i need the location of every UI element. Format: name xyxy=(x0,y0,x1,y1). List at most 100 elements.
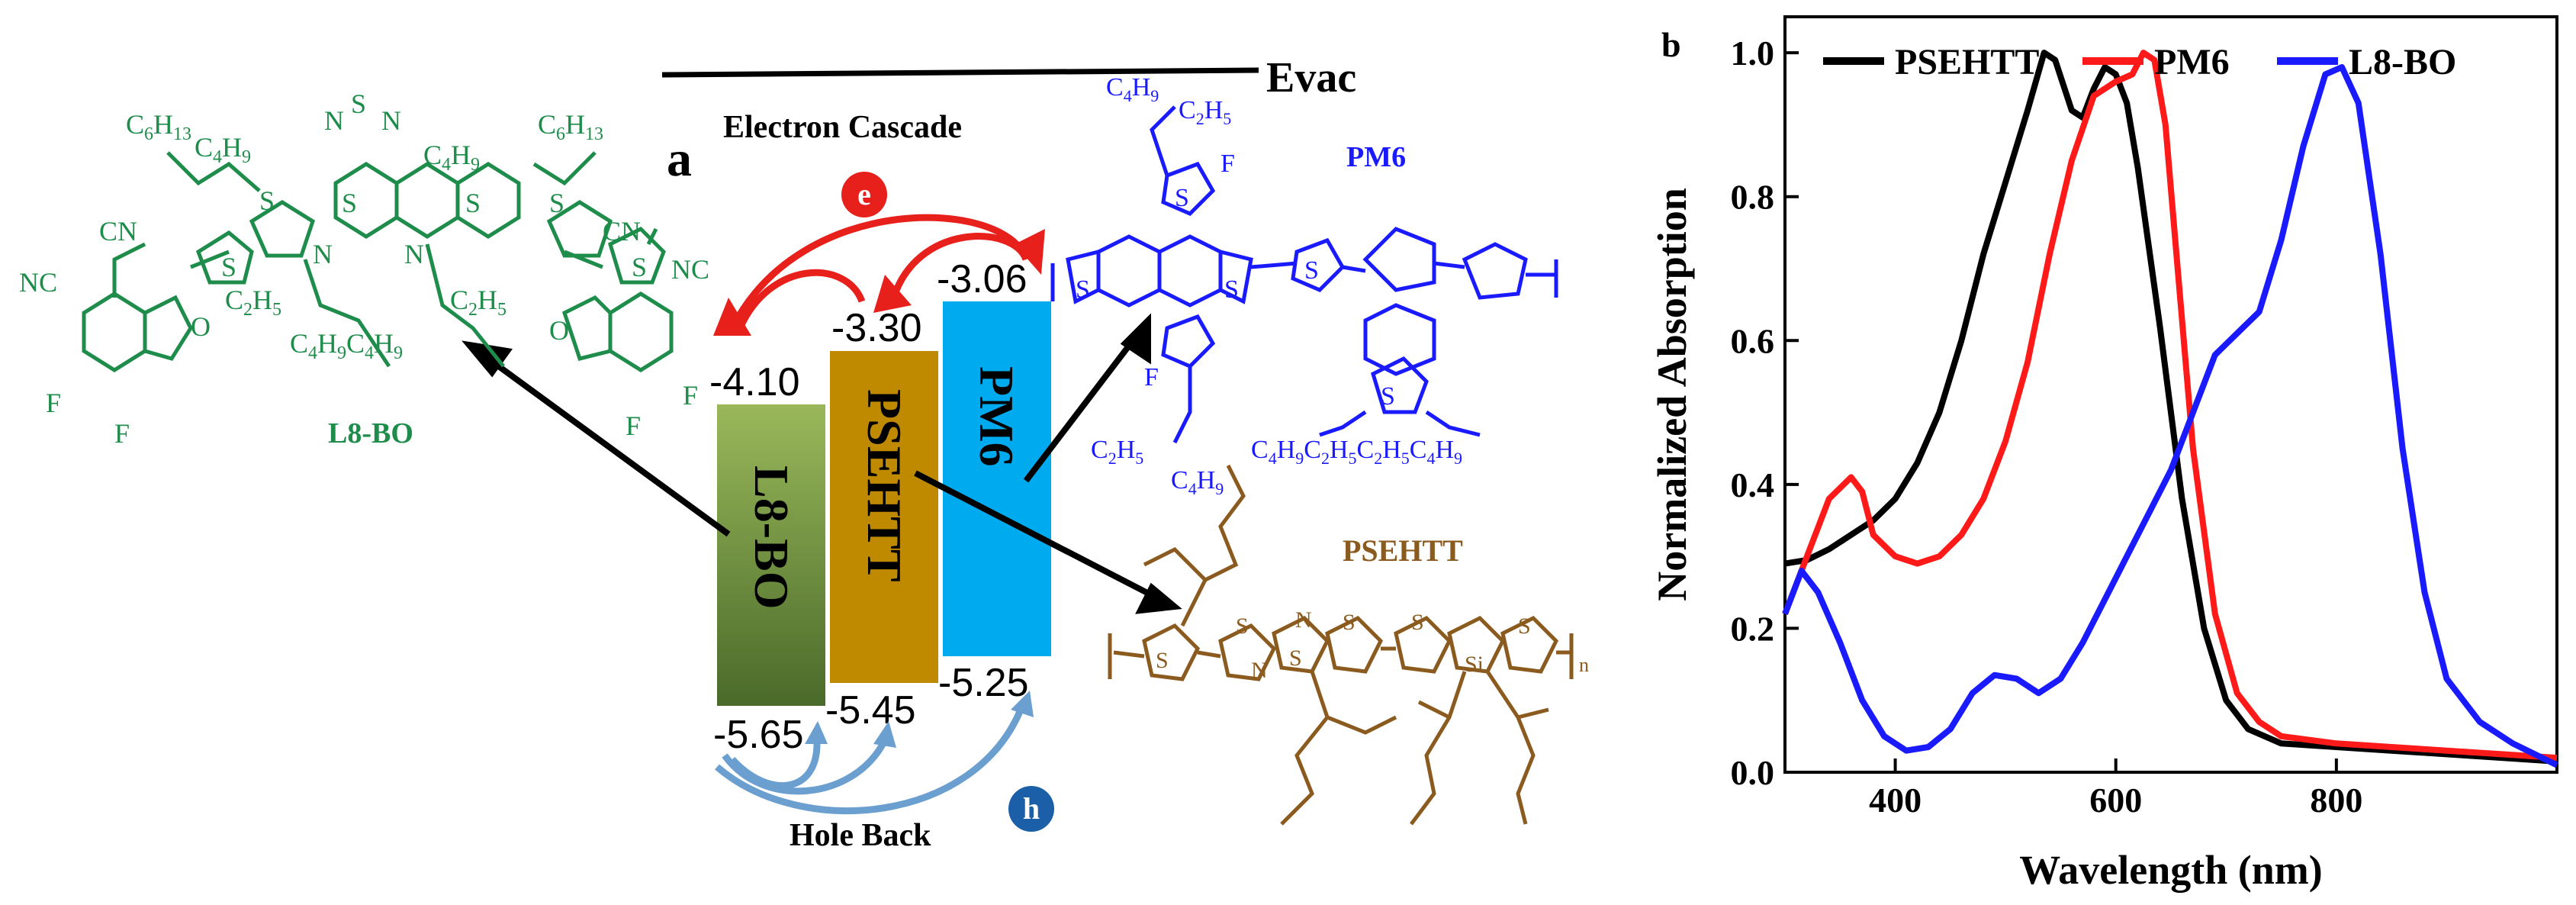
hole-back-label: Hole Back xyxy=(790,818,931,853)
series-group xyxy=(1782,50,2558,768)
svg-text:F: F xyxy=(683,380,698,411)
svg-text:O: O xyxy=(191,311,211,342)
svg-text:S: S xyxy=(549,188,564,218)
svg-text:F: F xyxy=(1144,363,1159,391)
svg-text:S: S xyxy=(351,89,366,119)
y-tick-label: 0.8 xyxy=(1731,178,1775,217)
y-tick-label: 0.0 xyxy=(1731,753,1775,792)
svg-text:C4H9: C4H9 xyxy=(1171,466,1224,498)
svg-text:C6H13: C6H13 xyxy=(126,109,191,144)
hole-transfer-arrows xyxy=(715,704,1026,814)
svg-text:S: S xyxy=(259,185,275,216)
svg-text:S: S xyxy=(1175,184,1189,212)
svg-text:N: N xyxy=(324,105,344,136)
series-line-pm6 xyxy=(1782,50,2558,762)
electron-badge-label: e xyxy=(857,177,871,211)
svg-text:F: F xyxy=(114,418,130,449)
electron-transfer-arrows xyxy=(728,214,1030,330)
electron-arrowheads xyxy=(713,229,1045,336)
svg-text:F: F xyxy=(626,411,641,441)
y-tick-label: 0.4 xyxy=(1731,465,1775,504)
svg-text:C4H9: C4H9 xyxy=(423,140,480,175)
psehtt-homo-value: -5.45 xyxy=(825,688,916,733)
svg-text:S: S xyxy=(465,188,481,218)
pointer-arrows xyxy=(461,313,1182,614)
x-tick-label: 400 xyxy=(1869,781,1922,820)
x-tick-label: 600 xyxy=(2089,781,2142,820)
svg-text:O: O xyxy=(549,315,569,346)
l8bo-energy-bar xyxy=(717,404,825,706)
y-axis-label: Normalized Absorption xyxy=(1649,188,1695,601)
svg-text:C4H9C4H9: C4H9C4H9 xyxy=(290,328,403,363)
svg-text:S: S xyxy=(1156,648,1169,673)
l8bo-structure xyxy=(82,151,674,372)
svg-text:S: S xyxy=(221,252,236,282)
series-line-l8-bo xyxy=(1782,64,2558,768)
pm6-lumo-value: -3.06 xyxy=(937,257,1028,301)
svg-text:S: S xyxy=(1224,275,1239,304)
svg-text:NC: NC xyxy=(19,267,57,298)
svg-text:S: S xyxy=(1289,646,1302,671)
svg-text:S: S xyxy=(1076,275,1090,304)
svg-text:S: S xyxy=(1518,614,1531,639)
electron-badge xyxy=(841,172,887,217)
pm6-structure-label: PM6 xyxy=(1346,141,1406,173)
svg-text:C6H13: C6H13 xyxy=(538,109,603,144)
svg-text:N: N xyxy=(404,239,424,269)
svg-text:C2H5: C2H5 xyxy=(450,285,507,320)
axis-ticks: 400 600 800 0.0 0.2 0.4 0.6 0.8 1.0 xyxy=(1731,34,2363,820)
svg-text:N: N xyxy=(1251,658,1268,683)
y-tick-label: 0.2 xyxy=(1731,609,1775,648)
legend: PSEHTT PM6 L8-BO xyxy=(1823,42,2456,82)
svg-text:S: S xyxy=(632,252,647,282)
svg-text:C4H9: C4H9 xyxy=(1106,73,1159,105)
hole-arrowheads xyxy=(805,691,1034,748)
svg-text:S: S xyxy=(1304,256,1319,285)
l8bo-structure-label: L8-BO xyxy=(328,417,413,449)
hole-badge-label: h xyxy=(1023,791,1040,826)
evac-label: Evac xyxy=(1266,54,1356,101)
y-tick-label: 1.0 xyxy=(1731,34,1775,72)
svg-text:F: F xyxy=(1220,150,1235,178)
pm6-energy-bar xyxy=(943,301,1051,656)
svg-text:NC: NC xyxy=(671,254,709,285)
svg-text:S: S xyxy=(1236,614,1249,639)
panel-a-label: a xyxy=(667,131,692,187)
svg-text:S: S xyxy=(1411,610,1424,635)
svg-text:N: N xyxy=(381,105,401,136)
svg-text:CN: CN xyxy=(99,216,137,246)
hole-badge xyxy=(1008,786,1054,832)
svg-text:C2H5: C2H5 xyxy=(1179,96,1231,128)
electron-cascade-label: Electron Cascade xyxy=(723,110,962,145)
legend-label-l8-bo: L8-BO xyxy=(2349,42,2456,82)
svg-text:C2H5: C2H5 xyxy=(225,285,281,320)
l8bo-bar-label: L8-BO xyxy=(744,465,799,609)
psehtt-structure-label: PSEHTT xyxy=(1343,533,1463,568)
svg-text:CN: CN xyxy=(603,216,641,246)
legend-label-pm6: PM6 xyxy=(2154,42,2230,82)
pm6-homo-value: -5.25 xyxy=(938,661,1029,705)
plot-frame xyxy=(1783,15,2558,774)
legend-label-psehtt: PSEHTT xyxy=(1895,42,2039,82)
pm6-structure xyxy=(1050,105,1558,444)
y-tick-label: 0.6 xyxy=(1731,321,1775,360)
svg-text:S: S xyxy=(1381,382,1395,411)
svg-text:C2H5: C2H5 xyxy=(1091,436,1143,468)
x-axis-label: Wavelength (nm) xyxy=(2019,847,2323,893)
svg-text:C4H9: C4H9 xyxy=(195,132,251,167)
svg-text:F: F xyxy=(46,388,61,418)
evac-line xyxy=(661,67,1259,78)
psehtt-bar-label: PSEHTT xyxy=(857,389,912,582)
panel-b: b 400 600 800 0.0 0.2 0.4 0.6 0.8 1.0 PSEHTT PM6 L… xyxy=(1649,15,2558,893)
svg-text:S: S xyxy=(342,188,357,218)
psehtt-structure xyxy=(1108,464,1574,826)
x-tick-label: 800 xyxy=(2310,781,2362,820)
svg-text:N: N xyxy=(313,239,333,269)
svg-text:N: N xyxy=(1295,607,1312,633)
panel-a: Evac Electron Cascade a e L8-BO PSEH xyxy=(19,54,1589,853)
panel-b-label: b xyxy=(1661,25,1681,64)
svg-text:S: S xyxy=(1343,610,1356,635)
